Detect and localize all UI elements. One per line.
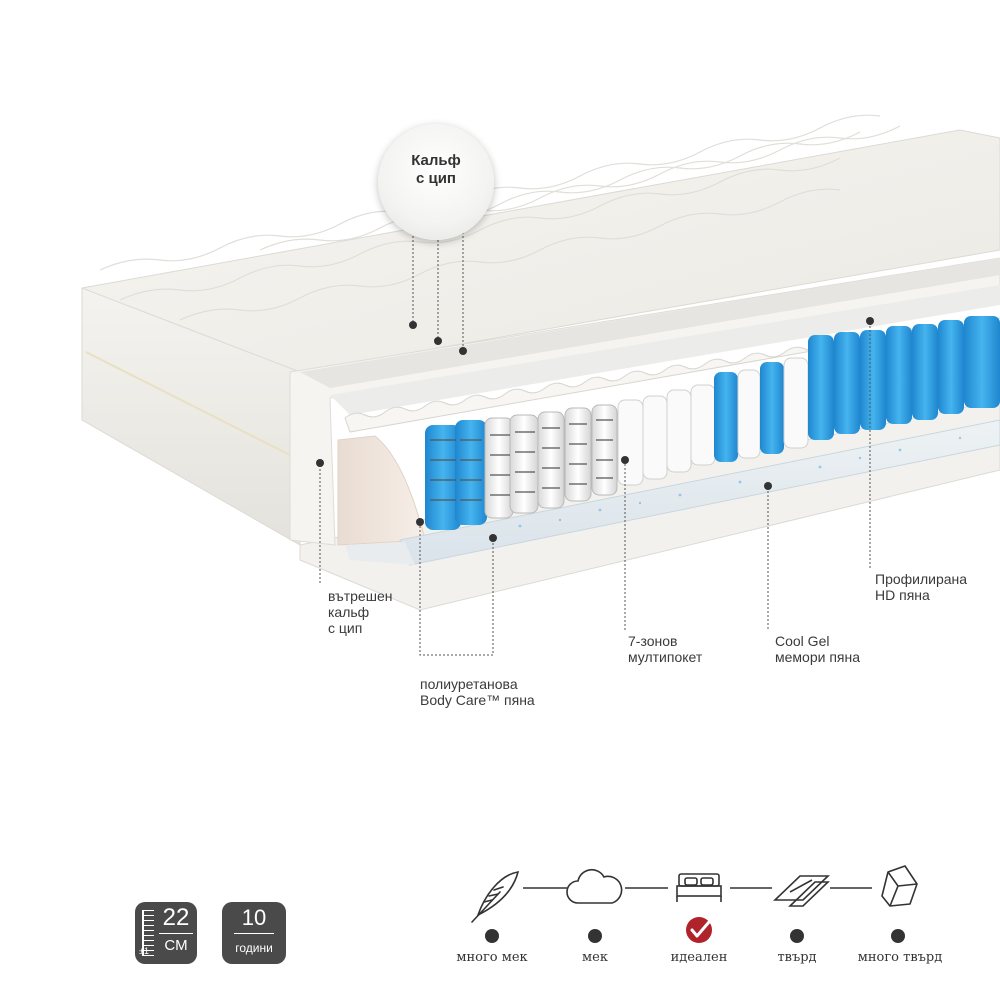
- warranty-value: 10: [241, 905, 267, 930]
- polyurethane-label: полиуретанова Body Care™ пяна: [420, 676, 535, 708]
- planks-icon: [773, 875, 830, 907]
- height-value: 22: [162, 904, 190, 931]
- multipocket-label: 7-зонов мултипокет: [628, 633, 703, 665]
- firmness-label-soft: мек: [582, 950, 608, 965]
- warranty-badge: 10 години: [222, 902, 286, 964]
- firmness-markers: [485, 929, 905, 943]
- cool-gel-label: Cool Gel мемори пяна: [775, 633, 860, 665]
- height-badge: ±1 22 СМ: [135, 902, 197, 964]
- firmness-label-very-firm: много твърд: [857, 950, 943, 965]
- height-tolerance: ±1: [139, 946, 149, 956]
- callout-lines: [319, 232, 871, 656]
- inner-cover-label: вътрешен кальф с цип: [328, 588, 393, 636]
- pocket-springs: [425, 316, 1000, 530]
- ruler-icon: [142, 910, 154, 956]
- firmness-label-firm: твърд: [777, 950, 817, 965]
- cover-band: [300, 258, 1000, 388]
- warranty-unit: години: [235, 941, 273, 955]
- firmness-label-very-soft: много мек: [456, 950, 528, 965]
- firmness-label-ideal: идеален: [670, 950, 728, 965]
- bed-icon: [676, 873, 722, 902]
- rock-icon: [881, 865, 918, 907]
- cover-zip-label: Кальф с цип: [411, 152, 461, 187]
- height-unit: СМ: [164, 937, 188, 954]
- cloud-icon: [566, 868, 623, 904]
- callout-dots: [316, 317, 874, 542]
- feather-icon: [471, 871, 520, 923]
- cover-zip-callout: Кальф с цип: [378, 124, 494, 240]
- body-care-foam: [337, 435, 426, 546]
- selected-check-icon: [686, 917, 712, 943]
- profiled-foam-label: Профилирана HD пяна: [875, 571, 968, 603]
- gel-particles: [518, 436, 962, 528]
